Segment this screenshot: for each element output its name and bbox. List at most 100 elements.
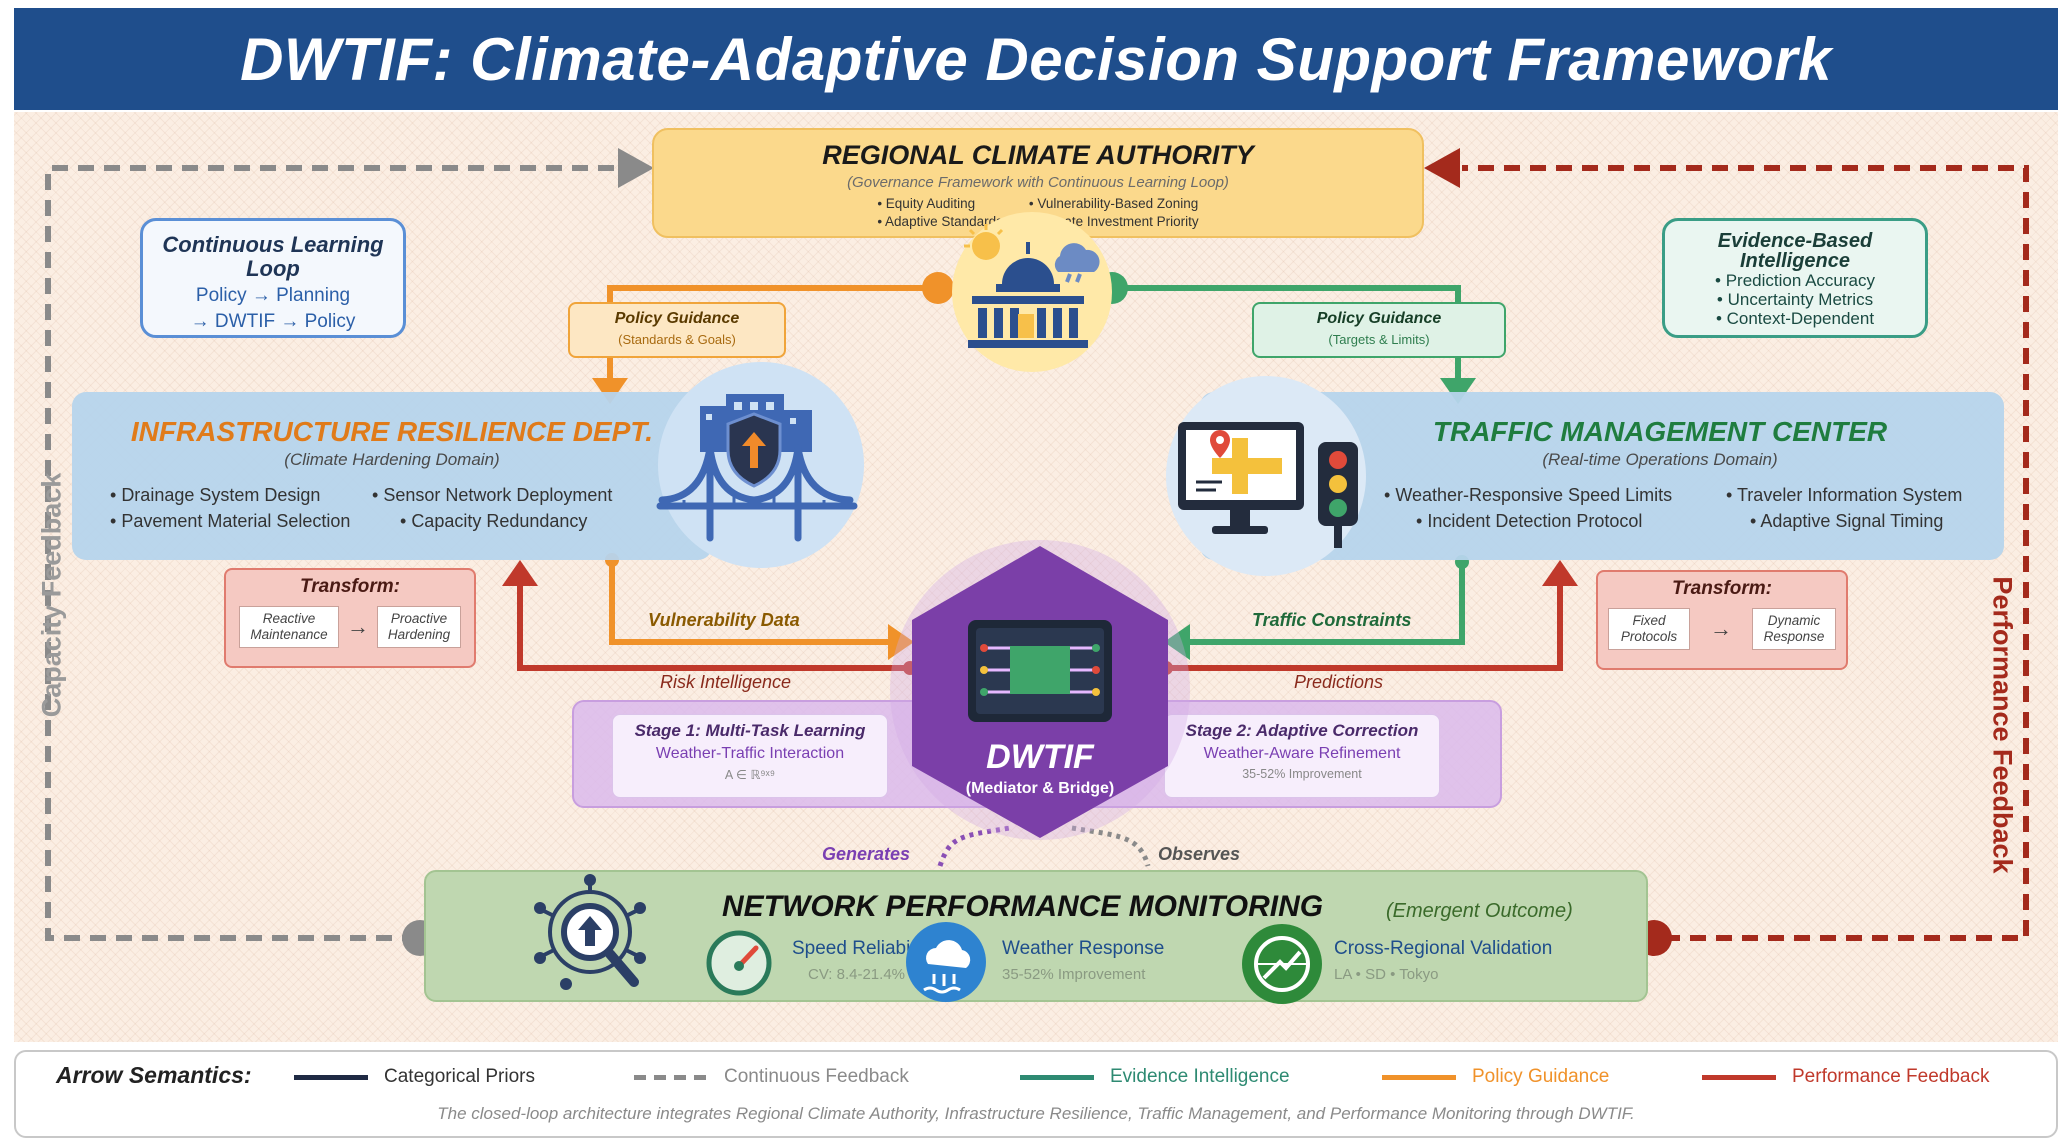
validation-globe-icon bbox=[1242, 924, 1322, 1004]
legend-label: Policy Guidance bbox=[1472, 1066, 1610, 1087]
stage1-math: A ∈ ℝ⁹ˣ⁹ bbox=[724, 768, 776, 782]
predictions-arrowhead bbox=[1542, 560, 1578, 586]
performance-feedback-label: Performance Feedback bbox=[1987, 576, 2018, 874]
infra-bullet: Capacity Redundancy bbox=[411, 511, 588, 531]
legend-item-continuous: Continuous Feedback bbox=[634, 1066, 909, 1088]
legend-item-evidence: Evidence Intelligence bbox=[1020, 1066, 1290, 1088]
traffic-monitor-icon bbox=[1178, 422, 1358, 548]
legend-label: Performance Feedback bbox=[1792, 1066, 1990, 1087]
evidence-based-intelligence: Evidence-Based Intelligence • Prediction… bbox=[1662, 218, 1928, 338]
transform-infra: Transform: Reactive Maintenance → Proact… bbox=[224, 568, 476, 668]
predictions-label: Predictions bbox=[1294, 672, 1384, 692]
policy-right-subtitle: (Targets & Limits) bbox=[1328, 332, 1430, 347]
infra-title: INFRASTRUCTURE RESILIENCE DEPT. bbox=[130, 416, 654, 447]
traffic-constraints-label: Traffic Constraints bbox=[1252, 610, 1412, 630]
generates-label: Generates bbox=[822, 844, 911, 864]
risk-arrowhead bbox=[502, 560, 538, 586]
evidence-title: Evidence-Based Intelligence bbox=[1717, 230, 1873, 272]
legend-item-performance: Performance Feedback bbox=[1702, 1066, 1990, 1088]
legend-swatch bbox=[294, 1074, 368, 1080]
metric-value: 35-52% Improvement bbox=[1002, 966, 1146, 983]
risk-line bbox=[517, 584, 910, 671]
risk-intelligence-label: Risk Intelligence bbox=[660, 672, 792, 692]
traffic-constraints-line bbox=[1188, 562, 1465, 645]
legend-label: Continuous Feedback bbox=[724, 1066, 909, 1087]
monitoring-tag: (Emergent Outcome) bbox=[1386, 900, 1573, 922]
transform-traffic-to: Dynamic Response bbox=[1752, 608, 1836, 650]
stage1-subtitle: Weather-Traffic Interaction bbox=[655, 745, 845, 762]
transform-traffic-title: Transform: bbox=[1672, 578, 1772, 599]
bridge-shield-icon bbox=[656, 394, 858, 542]
metric-name: Speed Reliabi bbox=[792, 938, 911, 959]
legend-swatch bbox=[1382, 1074, 1456, 1080]
authority-bullet: Climate Investment Priority bbox=[1037, 214, 1199, 229]
authority-bullet: Vulnerability-Based Zoning bbox=[1037, 196, 1199, 211]
authority-title: REGIONAL CLIMATE AUTHORITY bbox=[822, 140, 1254, 170]
legend-swatch bbox=[1702, 1074, 1776, 1080]
traffic-bullet: Adaptive Signal Timing bbox=[1760, 511, 1944, 531]
predictions-line bbox=[1166, 584, 1563, 671]
evidence-bullet: Uncertainty Metrics bbox=[1727, 290, 1874, 309]
policy-left-arrowhead bbox=[592, 378, 628, 404]
observes-link bbox=[1071, 825, 1151, 867]
metric-value: CV: 8.4-21.4% bbox=[808, 966, 905, 983]
policy-guidance-left: Policy Guidance (Standards & Goals) bbox=[568, 302, 786, 358]
weather-cloud-icon bbox=[906, 922, 986, 1002]
learning-loop-line1: Policy → Planning bbox=[195, 285, 351, 306]
transform-traffic-arrow: → bbox=[1710, 616, 1732, 641]
performance-feedback-arrowhead bbox=[1424, 148, 1460, 188]
authority-bullet: Adaptive Standards bbox=[885, 214, 1003, 229]
policy-left-subtitle: (Standards & Goals) bbox=[618, 332, 736, 347]
traffic-subtitle: (Real-time Operations Domain) bbox=[1542, 450, 1778, 469]
capitol-building-icon bbox=[964, 224, 1100, 348]
stage2-card: Stage 2: Adaptive Correction Weather-Awa… bbox=[1164, 714, 1440, 798]
metric-validation: Cross-Regional Validation LA • SD • Toky… bbox=[1334, 938, 1552, 983]
traffic-bullets: • Weather-Responsive Speed Limits • Trav… bbox=[1384, 485, 1963, 531]
metric-weather: Weather Response 35-52% Improvement bbox=[1002, 938, 1164, 983]
infra-subtitle: (Climate Hardening Domain) bbox=[284, 450, 500, 469]
legend-label: Categorical Priors bbox=[384, 1066, 535, 1087]
stage2-title: Stage 2: Adaptive Correction bbox=[1185, 721, 1419, 740]
legend-caption: The closed-loop architecture integrates … bbox=[437, 1104, 1635, 1123]
policy-left-dot bbox=[922, 272, 954, 304]
infra-bullet: Sensor Network Deployment bbox=[383, 485, 613, 505]
metric-value: LA • SD • Tokyo bbox=[1334, 966, 1439, 983]
page-title: DWTIF: Climate-Adaptive Decision Support… bbox=[240, 25, 1832, 93]
legend-label: Evidence Intelligence bbox=[1110, 1066, 1290, 1087]
dwtif-name: DWTIF bbox=[986, 738, 1094, 776]
legend-item-policy: Policy Guidance bbox=[1382, 1066, 1609, 1088]
traffic-constraints-arrowhead bbox=[1164, 624, 1190, 660]
transform-infra-arrow: → bbox=[347, 614, 369, 639]
performance-feedback-loop bbox=[1462, 165, 2029, 941]
transform-infra-to: Proactive Hardening bbox=[377, 606, 461, 648]
traffic-title: TRAFFIC MANAGEMENT CENTER bbox=[1432, 416, 1888, 447]
transform-infra-from: Reactive Maintenance bbox=[239, 606, 339, 648]
stage2-detail: 35-52% Improvement bbox=[1242, 767, 1362, 781]
authority-bullets: • Equity Auditing • Adaptive Standards •… bbox=[877, 196, 1199, 229]
vulnerability-arrowhead bbox=[888, 624, 914, 660]
metric-speed: Speed Reliabi CV: 8.4-21.4% bbox=[792, 938, 910, 983]
observes-label: Observes bbox=[1158, 844, 1241, 864]
vulnerability-data-label: Vulnerability Data bbox=[648, 610, 800, 630]
dwtif-hexagon bbox=[890, 540, 1190, 840]
stage1-title: Stage 1: Multi-Task Learning bbox=[634, 721, 866, 740]
metric-name: Cross-Regional Validation bbox=[1334, 938, 1553, 959]
monitoring-title: NETWORK PERFORMANCE MONITORING bbox=[722, 890, 1324, 923]
policy-right-title: Policy Guidance bbox=[1316, 310, 1442, 327]
stage1-card: Stage 1: Multi-Task Learning Weather-Tra… bbox=[612, 714, 888, 798]
dwtif-role: (Mediator & Bridge) bbox=[965, 780, 1115, 797]
infra-bullet: Drainage System Design bbox=[121, 485, 321, 505]
legend-swatch bbox=[1020, 1074, 1094, 1080]
metric-name: Weather Response bbox=[1002, 938, 1165, 959]
infrastructure-resilience-dept: INFRASTRUCTURE RESILIENCE DEPT. (Climate… bbox=[72, 392, 712, 560]
infra-bullet: Pavement Material Selection bbox=[121, 511, 351, 531]
transform-infra-title: Transform: bbox=[300, 576, 400, 597]
legend-title: Arrow Semantics: bbox=[56, 1062, 252, 1088]
header-bar: DWTIF: Climate-Adaptive Decision Support… bbox=[14, 8, 2058, 110]
policy-right-arrowhead bbox=[1440, 378, 1476, 404]
evidence-bullet: Prediction Accuracy bbox=[1725, 271, 1875, 290]
authority-bullet: Equity Auditing bbox=[885, 196, 976, 211]
evidence-bullet: Context-Dependent bbox=[1726, 309, 1875, 328]
infra-bullets: • Drainage System Design • Sensor Networ… bbox=[110, 485, 613, 531]
legend-swatch bbox=[634, 1074, 708, 1080]
